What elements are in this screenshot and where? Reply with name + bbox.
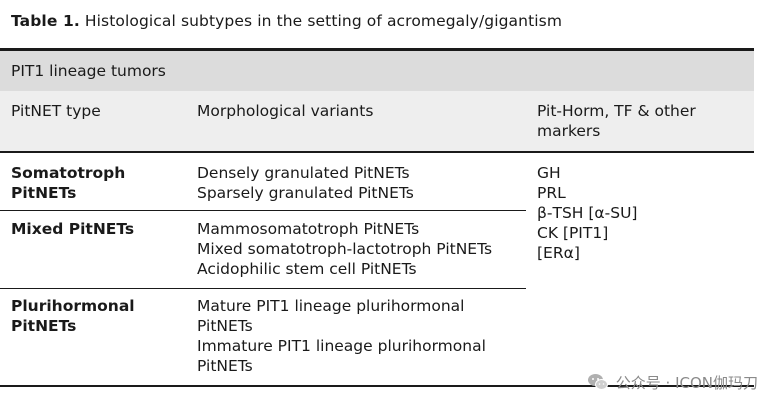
column-header-markers-line: markers bbox=[537, 122, 601, 140]
variant-item: Immature PIT1 lineage plurihormonal bbox=[197, 337, 486, 355]
marker-item: PRL bbox=[537, 184, 566, 202]
row-type-somatotroph: Somatotroph PitNETs bbox=[11, 163, 125, 203]
marker-item: GH bbox=[537, 164, 561, 182]
watermark: 公众号 · ICON伽玛刀 bbox=[586, 370, 758, 394]
column-header-markers: Pit-Horm, TF & other markers bbox=[537, 101, 696, 141]
row-separator bbox=[0, 210, 526, 211]
row-type-line: Mixed PitNETs bbox=[11, 220, 135, 238]
watermark-text: 公众号 · ICON伽玛刀 bbox=[615, 373, 758, 392]
variant-item: Acidophilic stem cell PitNETs bbox=[197, 260, 417, 278]
marker-item: CK [PIT1] bbox=[537, 224, 609, 242]
row-variants-somatotroph: Densely granulated PitNETs Sparsely gran… bbox=[197, 163, 414, 203]
variant-item: Densely granulated PitNETs bbox=[197, 164, 410, 182]
row-type-line: Plurihormonal bbox=[11, 297, 135, 315]
table-title: Histological subtypes in the setting of … bbox=[84, 12, 563, 30]
table-bottom-rule bbox=[0, 385, 754, 387]
lineage-header-band bbox=[0, 51, 754, 91]
table-caption: Table 1. Histological subtypes in the se… bbox=[11, 12, 562, 30]
column-header-variants: Morphological variants bbox=[197, 102, 374, 120]
markers-list: GH PRL β-TSH [α-SU] CK [PIT1] [ERα] bbox=[537, 163, 637, 263]
column-header-markers-line: Pit-Horm, TF & other bbox=[537, 102, 696, 120]
variant-item: PitNETs bbox=[197, 317, 253, 335]
variant-item: Mammosomatotroph PitNETs bbox=[197, 220, 420, 238]
marker-item: [ERα] bbox=[537, 244, 580, 262]
row-type-line: Somatotroph bbox=[11, 164, 126, 182]
variant-item: Mature PIT1 lineage plurihormonal bbox=[197, 297, 465, 315]
column-header-type: PitNET type bbox=[11, 102, 101, 120]
table-top-rule bbox=[0, 48, 754, 51]
table-label: Table 1. bbox=[11, 12, 80, 30]
row-type-line: PitNETs bbox=[11, 184, 77, 202]
row-variants-plurihormonal: Mature PIT1 lineage plurihormonal PitNET… bbox=[197, 296, 486, 376]
row-type-line: PitNETs bbox=[11, 317, 77, 335]
wechat-icon bbox=[587, 374, 608, 390]
variant-item: PitNETs bbox=[197, 357, 253, 375]
row-type-mixed: Mixed PitNETs bbox=[11, 219, 134, 239]
variant-item: Mixed somatotroph-lactotroph PitNETs bbox=[197, 240, 493, 258]
variant-item: Sparsely granulated PitNETs bbox=[197, 184, 414, 202]
row-type-plurihormonal: Plurihormonal PitNETs bbox=[11, 296, 135, 336]
marker-item: β-TSH [α-SU] bbox=[537, 204, 638, 222]
row-separator bbox=[0, 288, 526, 289]
row-variants-mixed: Mammosomatotroph PitNETs Mixed somatotro… bbox=[197, 219, 492, 279]
lineage-header: PIT1 lineage tumors bbox=[11, 62, 166, 80]
header-bottom-rule bbox=[0, 151, 754, 153]
column-header-band bbox=[0, 91, 754, 151]
